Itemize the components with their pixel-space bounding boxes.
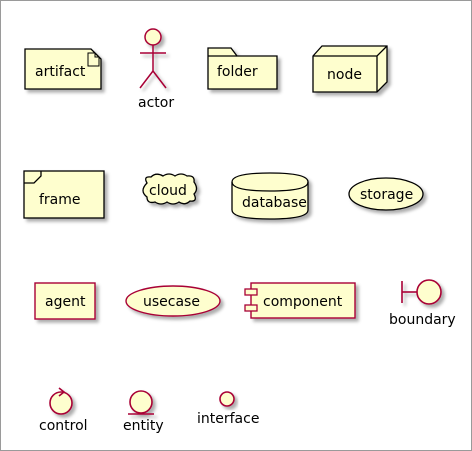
component-element (250, 282, 356, 319)
artifact-icon (87, 52, 100, 67)
database-element (231, 172, 309, 220)
frame-label: frame (39, 192, 81, 208)
node-element (312, 45, 388, 93)
cloud-label: cloud (149, 183, 187, 199)
component-label: component (263, 294, 343, 310)
folder-label: folder (217, 64, 258, 80)
boundary-label: boundary (389, 312, 456, 328)
node-label: node (327, 67, 362, 83)
frame-element (23, 170, 105, 219)
folder-element (207, 47, 278, 90)
control-label: control (39, 418, 88, 434)
artifact-element (24, 48, 102, 90)
interface-element (219, 391, 235, 407)
entity-element (128, 390, 154, 415)
entity-label: entity (123, 418, 164, 434)
artifact-label: artifact (35, 64, 86, 80)
actor-element (139, 28, 167, 89)
boundary-element (401, 279, 442, 305)
agent-label: agent (45, 294, 86, 310)
storage-element (348, 177, 424, 211)
storage-label: storage (360, 187, 413, 203)
interface-label: interface (197, 411, 259, 427)
usecase-element (125, 285, 221, 317)
actor-label: actor (138, 95, 174, 111)
component-ports (244, 288, 258, 312)
usecase-label: usecase (143, 294, 200, 310)
agent-element (34, 282, 96, 320)
database-label: database (242, 195, 307, 211)
cloud-element (142, 173, 198, 205)
control-element (49, 387, 73, 415)
